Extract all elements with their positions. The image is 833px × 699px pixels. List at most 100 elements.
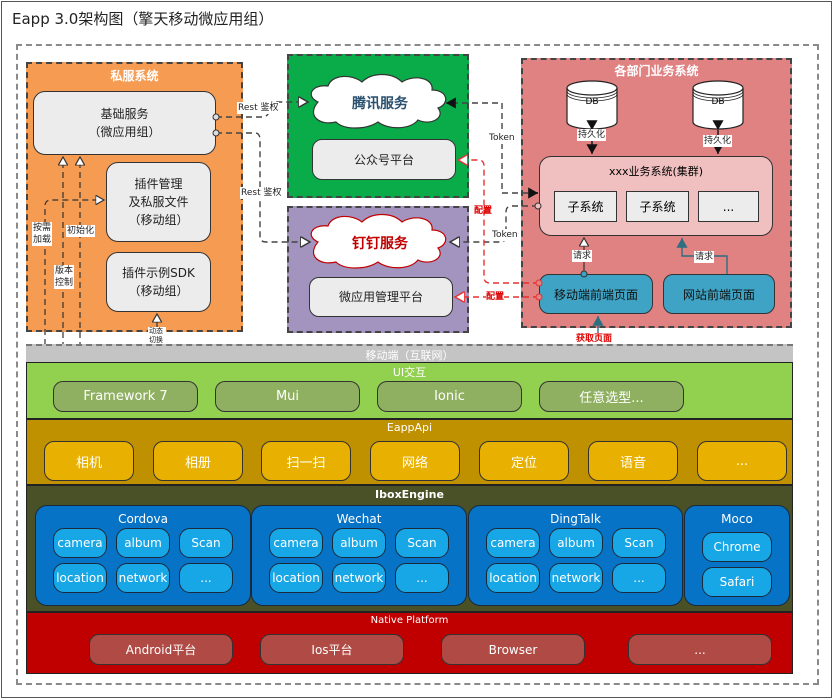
rest-auth-label: Rest 鉴权 <box>237 102 280 114</box>
api-capability-chip[interactable]: 网络 <box>370 441 460 481</box>
chip-label: Ionic <box>434 389 465 404</box>
subsystem-label: 子系统 <box>639 200 676 214</box>
chip-label: Mui <box>275 389 300 404</box>
api-capability-chip[interactable]: 相册 <box>153 441 243 481</box>
api-capability-chip[interactable]: 扫一扫 <box>261 441 351 481</box>
microapp-platform-label: 微应用管理平台 <box>338 290 423 304</box>
engine-capability-pill[interactable]: ... <box>395 563 449 593</box>
subsystem-box[interactable]: 子系统 <box>554 191 617 222</box>
base-service-group: （微应用组） <box>88 125 161 139</box>
microapp-mgmt-platform-box[interactable]: 微应用管理平台 <box>309 277 453 317</box>
web-frontend-box[interactable]: 网站前端页面 <box>663 274 775 314</box>
engine-card-dingtalk[interactable]: DingTalk camera album Scan location network..… <box>468 505 683 606</box>
mobile-internet-header: 移动端（互联网） <box>26 344 793 362</box>
chip-label: Ios平台 <box>311 643 353 657</box>
native-platform-chip[interactable]: Browser <box>441 634 585 665</box>
engine-capability-pill[interactable]: ... <box>612 563 666 593</box>
engine-capability-pill[interactable]: Scan <box>612 528 666 558</box>
engine-capability-pill[interactable]: Chrome <box>702 532 772 562</box>
mobile-frontend-box[interactable]: 移动端前端页面 <box>539 274 653 314</box>
chip-label: 任意选型... <box>579 391 644 406</box>
ui-framework-chip[interactable]: 任意选型... <box>539 381 684 412</box>
outer-boundary <box>16 44 819 685</box>
engine-card-wechat[interactable]: Wechat camera album Scan location network... <box>251 505 467 606</box>
chip-label: ... <box>735 453 749 469</box>
api-capability-chip[interactable]: 相机 <box>44 441 134 481</box>
ui-layer-title: UI交互 <box>392 366 427 379</box>
engine-capability-pill[interactable]: album <box>116 528 170 558</box>
token-label: Token <box>491 229 519 241</box>
engine-capability-pill[interactable]: network <box>549 563 603 593</box>
engine-capability-pill[interactable]: Safari <box>702 567 772 597</box>
plugin-sdk-box[interactable]: 插件示例SDK （移动组） <box>106 252 211 312</box>
native-platform-chip[interactable]: ... <box>628 634 772 665</box>
chip-label: 定位 <box>510 455 537 471</box>
engine-card-title: Wechat <box>336 512 382 526</box>
ui-framework-chip[interactable]: Ionic <box>377 381 522 412</box>
chip-label: 相册 <box>184 455 211 471</box>
plugin-sdk-group: （移动组） <box>128 284 189 298</box>
engine-layer-title: IboxEngine <box>375 488 444 501</box>
chip-label: Android平台 <box>125 643 197 657</box>
chip-label: 网络 <box>401 455 428 471</box>
engine-capability-pill[interactable]: Scan <box>179 528 233 558</box>
on-demand-load-label: 按需加载 <box>32 222 52 246</box>
db-label-2: DB <box>711 97 725 107</box>
engine-capability-pill[interactable]: location <box>486 563 540 593</box>
engine-capability-pill[interactable]: album <box>549 528 603 558</box>
subsystem-label: ... <box>722 199 735 214</box>
subsystem-box[interactable]: 子系统 <box>626 191 689 222</box>
engine-capability-pill[interactable]: ... <box>179 563 233 593</box>
plugin-mgmt-line1: 插件管理 <box>134 177 183 191</box>
base-service-box[interactable]: 基础服务 （微应用组） <box>33 91 216 155</box>
engine-capability-pill[interactable]: camera <box>53 528 107 558</box>
dingtalk-cloud-label: 钉钉服务 <box>352 236 408 252</box>
wechat-platform-label: 公众号平台 <box>353 152 414 167</box>
wechat-official-platform-box[interactable]: 公众号平台 <box>312 139 456 180</box>
subsystem-box[interactable]: ... <box>698 191 759 222</box>
version-control-label: 版本控制 <box>54 265 74 289</box>
ui-framework-chip[interactable]: Framework 7 <box>53 381 198 412</box>
engine-capability-pill[interactable]: Scan <box>395 528 449 558</box>
rest-auth-label: Rest 鉴权 <box>240 187 283 199</box>
engine-card-title: Moco <box>721 512 753 526</box>
chip-label: ... <box>694 642 706 657</box>
plugin-mgmt-box[interactable]: 插件管理 及私服文件 （移动组） <box>106 162 211 242</box>
db-label-1: DB <box>585 97 599 107</box>
business-title: 各部门业务系统 <box>614 64 699 78</box>
tencent-cloud-label: 腾讯服务 <box>352 96 408 112</box>
engine-capability-pill[interactable]: location <box>53 563 107 593</box>
persist-label: 持久化 <box>577 129 607 141</box>
engine-card-title: Cordova <box>118 512 168 526</box>
chip-label: 相机 <box>75 455 102 471</box>
database-icon <box>692 80 744 130</box>
engine-card-cordova[interactable]: Cordova camera album Scan location network... <box>35 505 251 606</box>
api-capability-chip[interactable]: 语音 <box>588 441 678 481</box>
engine-card-title: DingTalk <box>550 512 601 526</box>
base-service-name: 基础服务 <box>100 107 149 121</box>
web-frontend-label: 网站前端页面 <box>682 287 755 302</box>
api-layer-title: EappApi <box>386 421 433 434</box>
native-platform-chip[interactable]: Android平台 <box>89 634 233 665</box>
api-capability-chip[interactable]: 定位 <box>479 441 569 481</box>
config-label: 配置 <box>474 206 493 216</box>
mobile-internet-title: 移动端（互联网） <box>365 349 454 362</box>
engine-capability-pill[interactable]: network <box>116 563 170 593</box>
dynamic-switch-label: 动态切换 <box>148 327 166 345</box>
api-capability-chip[interactable]: ... <box>697 441 787 481</box>
diagram-title: Eapp 3.0架构图（擎天移动微应用组） <box>12 10 274 28</box>
database-icon <box>566 80 618 130</box>
request-label: 请求 <box>694 251 715 263</box>
engine-capability-pill[interactable]: network <box>332 563 386 593</box>
native-platform-chip[interactable]: Ios平台 <box>260 634 404 665</box>
config-label: 配置 <box>486 291 505 303</box>
engine-capability-pill[interactable]: location <box>269 563 323 593</box>
mobile-frontend-label: 移动端前端页面 <box>553 287 638 302</box>
engine-capability-pill[interactable]: camera <box>486 528 540 558</box>
request-label: 请求 <box>572 250 593 262</box>
engine-capability-pill[interactable]: camera <box>269 528 323 558</box>
engine-capability-pill[interactable]: album <box>332 528 386 558</box>
token-label: Token <box>488 132 516 144</box>
ui-framework-chip[interactable]: Mui <box>215 381 360 412</box>
